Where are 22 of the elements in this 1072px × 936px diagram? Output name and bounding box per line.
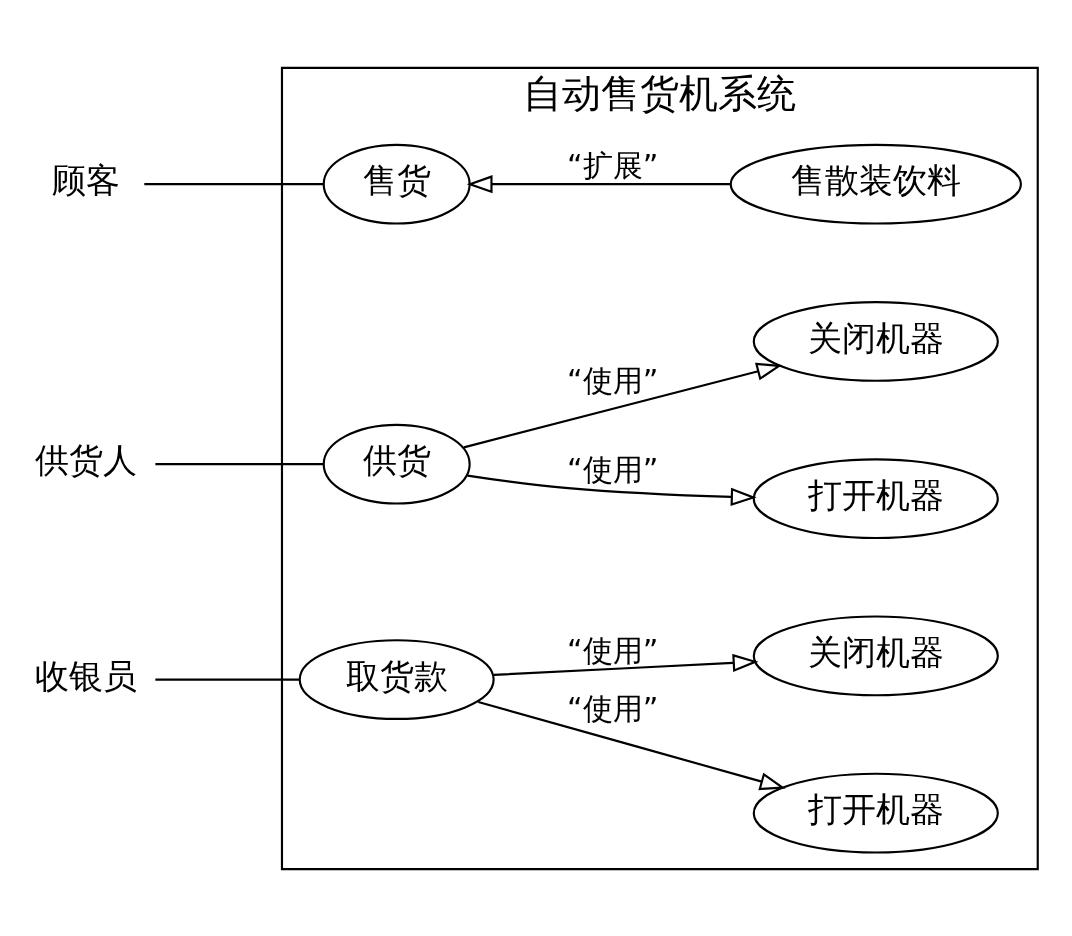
- connector: [144, 182, 324, 185]
- edge-label: “扩展”: [567, 147, 659, 183]
- edge-label: “使用”: [567, 451, 659, 487]
- connector: [155, 678, 299, 681]
- arrow: [467, 474, 757, 506]
- node-ellipse: 供货: [322, 423, 471, 505]
- edge-label: “使用”: [567, 690, 659, 726]
- arrow: [463, 362, 783, 448]
- edge-label: “使用”: [567, 362, 659, 398]
- node-ellipse: 售货: [322, 143, 471, 225]
- node-text: 顾客: [51, 159, 120, 200]
- node-text: 收银员: [34, 655, 137, 696]
- arrow: [478, 700, 786, 790]
- edge-label: “使用”: [567, 632, 659, 668]
- node-ellipse: 关闭机器: [752, 614, 999, 696]
- connector: [155, 462, 324, 465]
- node-ellipse: 打开机器: [752, 457, 999, 539]
- node-ellipse: 售散装饮料: [729, 143, 1022, 225]
- node-ellipse: 取货款: [298, 638, 495, 720]
- arrow: [466, 174, 731, 193]
- node-text: 供货人: [34, 439, 137, 480]
- arrow: [493, 653, 759, 676]
